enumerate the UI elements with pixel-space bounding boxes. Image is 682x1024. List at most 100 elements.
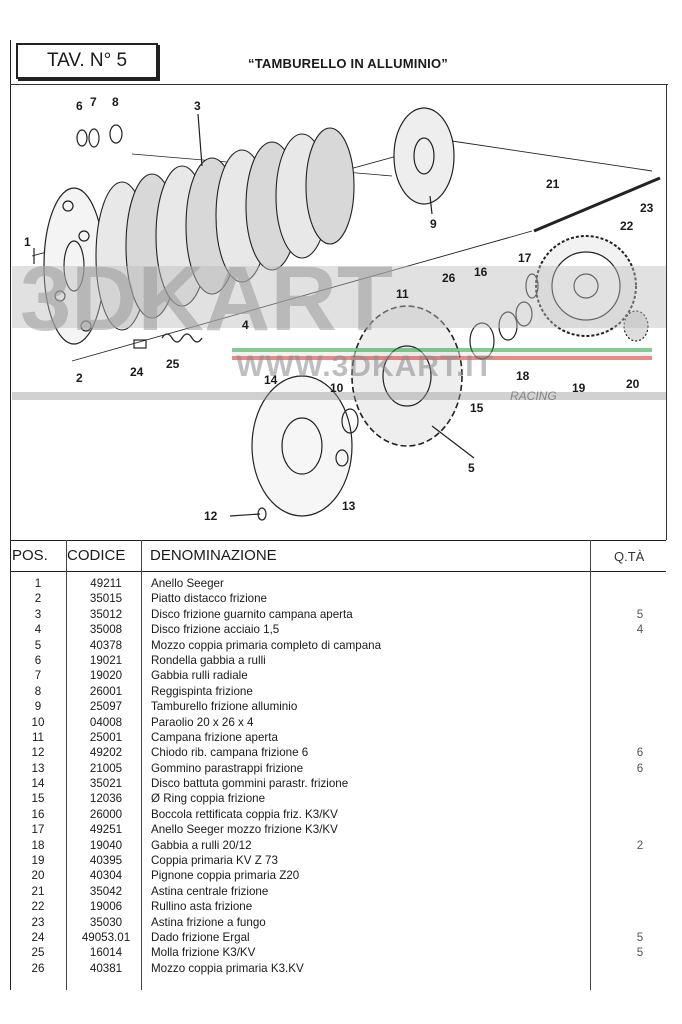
row-denominazione: Mozzo coppia primaria K3.KV bbox=[151, 961, 304, 975]
row-codice: 49053.01 bbox=[81, 930, 131, 944]
table-row: 6 19021 Rondella gabbia a rulli bbox=[10, 653, 666, 668]
row-denominazione: Campana frizione aperta bbox=[151, 730, 278, 744]
watermark-brand: 3DKART bbox=[20, 248, 393, 350]
row-pos: 22 bbox=[31, 900, 45, 914]
row-qta: 4 bbox=[636, 623, 644, 637]
row-pos: 10 bbox=[31, 715, 45, 729]
row-pos: 12 bbox=[31, 746, 45, 760]
column-divider bbox=[590, 540, 591, 990]
row-codice: 35042 bbox=[89, 884, 123, 898]
row-pos: 9 bbox=[34, 700, 42, 714]
row-codice: 40378 bbox=[89, 638, 123, 652]
row-qta: 5 bbox=[636, 607, 644, 621]
row-codice: 35008 bbox=[89, 623, 123, 637]
row-denominazione: Boccola rettificata coppia friz. K3/KV bbox=[151, 807, 338, 821]
row-codice: 16014 bbox=[89, 946, 123, 960]
header-divider bbox=[10, 84, 668, 85]
row-codice: 12036 bbox=[89, 792, 123, 806]
callout-25: 25 bbox=[166, 357, 180, 371]
table-header: POS. CODICE DENOMINAZIONE Q.TÀ bbox=[10, 540, 666, 572]
row-codice: 35030 bbox=[89, 915, 123, 929]
row-denominazione: Dado frizione Ergal bbox=[151, 930, 250, 944]
callout-6: 6 bbox=[76, 99, 83, 113]
row-denominazione: Gommino parastrappi frizione bbox=[151, 761, 304, 775]
callout-20: 20 bbox=[626, 377, 640, 391]
callout-23: 23 bbox=[640, 201, 654, 215]
row-qta: 5 bbox=[636, 946, 644, 960]
callout-18: 18 bbox=[516, 369, 530, 383]
column-divider bbox=[141, 540, 142, 990]
callout-14: 14 bbox=[264, 373, 278, 387]
watermark: 3DKART WWW.3DKART.IT RACING bbox=[12, 248, 666, 403]
page-frame bbox=[10, 40, 669, 990]
row-pos: 8 bbox=[34, 684, 42, 698]
callout-9: 9 bbox=[430, 217, 437, 231]
row-denominazione: Gabbia rulli radiale bbox=[151, 669, 248, 683]
row-denominazione: Piatto distacco frizione bbox=[151, 592, 267, 606]
row-denominazione: Rullino asta frizione bbox=[151, 900, 253, 914]
row-denominazione: Ø Ring coppia frizione bbox=[151, 792, 266, 806]
row-pos: 16 bbox=[31, 807, 45, 821]
row-pos: 2 bbox=[34, 592, 42, 606]
callout-21: 21 bbox=[546, 177, 560, 191]
row-pos: 5 bbox=[34, 638, 42, 652]
col-header-denominazione: DENOMINAZIONE bbox=[150, 547, 277, 564]
callout-7: 7 bbox=[90, 95, 97, 109]
row-pos: 26 bbox=[31, 961, 45, 975]
table-row: 7 19020 Gabbia rulli radiale bbox=[10, 668, 666, 683]
callout-24: 24 bbox=[130, 365, 144, 379]
callout-19: 19 bbox=[572, 381, 586, 395]
row-denominazione: Mozzo coppia primaria completo di campan… bbox=[151, 638, 382, 652]
row-pos: 25 bbox=[31, 946, 45, 960]
row-qta: 5 bbox=[636, 930, 644, 944]
row-codice: 35021 bbox=[89, 777, 123, 791]
table-row: 19 40395 Coppia primaria KV Z 73 bbox=[10, 853, 666, 868]
row-codice: 19021 bbox=[89, 653, 123, 667]
table-row: 24 49053.01 Dado frizione Ergal 5 bbox=[10, 930, 666, 945]
callout-labels: 1 2 3 4 5 6 7 8 9 10 11 12 13 14 15 16 1… bbox=[24, 95, 654, 523]
row-pos: 18 bbox=[31, 838, 45, 852]
row-pos: 1 bbox=[34, 577, 42, 590]
callout-22: 22 bbox=[620, 219, 634, 233]
row-denominazione: Astina frizione a fungo bbox=[151, 915, 266, 929]
callout-15: 15 bbox=[470, 401, 484, 415]
row-pos: 14 bbox=[31, 777, 45, 791]
table-row: 22 19006 Rullino asta frizione bbox=[10, 899, 666, 914]
row-denominazione: Anello Seeger mozzo frizione K3/KV bbox=[151, 823, 338, 837]
row-pos: 19 bbox=[31, 854, 45, 868]
row-pos: 6 bbox=[34, 653, 42, 667]
row-codice: 19006 bbox=[89, 900, 123, 914]
callout-3: 3 bbox=[194, 99, 201, 113]
row-denominazione: Coppia primaria KV Z 73 bbox=[151, 854, 278, 868]
callout-13: 13 bbox=[342, 499, 356, 513]
drawing-linework bbox=[31, 107, 661, 521]
row-pos: 7 bbox=[34, 669, 42, 683]
row-denominazione: Rondella gabbia a rulli bbox=[151, 653, 266, 667]
row-pos: 24 bbox=[31, 930, 45, 944]
row-codice: 19020 bbox=[89, 669, 123, 683]
row-codice: 40304 bbox=[89, 869, 123, 883]
callout-17: 17 bbox=[518, 251, 532, 265]
row-codice: 21005 bbox=[89, 761, 123, 775]
row-codice: 26001 bbox=[89, 684, 123, 698]
row-codice: 04008 bbox=[89, 715, 123, 729]
row-denominazione: Disco frizione guarnito campana aperta bbox=[151, 607, 353, 621]
page-title: “TAMBURELLO IN ALLUMINIO” bbox=[248, 56, 448, 71]
row-codice: 25001 bbox=[89, 730, 123, 744]
row-codice: 40395 bbox=[89, 854, 123, 868]
table-row: 5 40378 Mozzo coppia primaria completo di … bbox=[10, 638, 666, 653]
